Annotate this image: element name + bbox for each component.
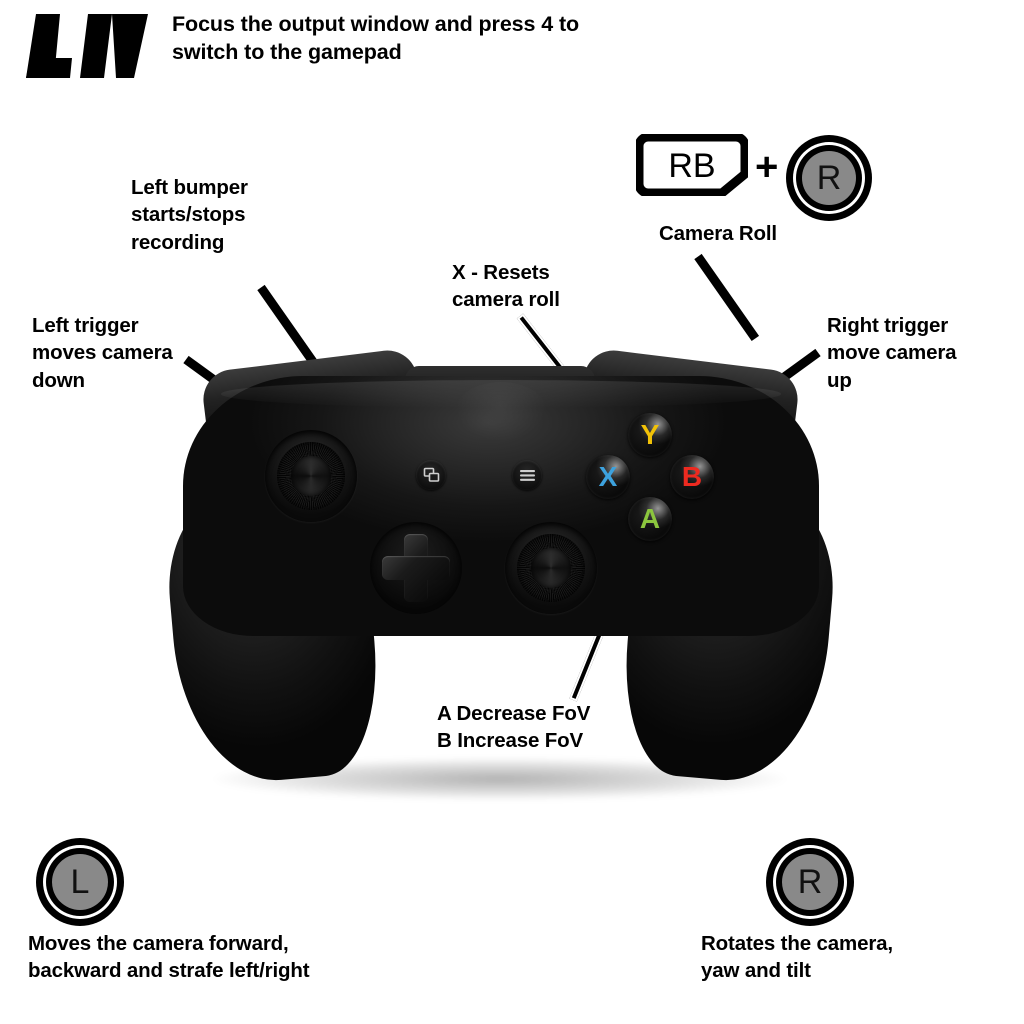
view-icon — [423, 467, 439, 482]
annotation-fov: A Decrease FoV B Increase FoV — [437, 702, 591, 753]
dpad-cross — [382, 534, 450, 602]
stick-label: R — [802, 151, 856, 205]
view-button[interactable] — [416, 460, 446, 490]
annotation-right-trigger: Right trigger move camera up — [827, 314, 957, 392]
dpad[interactable] — [370, 522, 462, 614]
menu-button[interactable] — [512, 460, 542, 490]
face-button-x-label: X — [598, 461, 618, 492]
face-button-a-label: A — [639, 503, 661, 534]
left-stick-caption: Moves the camera forward, backward and s… — [28, 932, 310, 983]
camera-roll-caption: Camera Roll — [659, 222, 777, 245]
face-button-y[interactable]: Y — [628, 413, 672, 457]
instruction-text: Focus the output window and press 4 to s… — [172, 12, 580, 65]
right-thumbstick[interactable] — [505, 522, 597, 614]
thumbstick-cap — [291, 456, 331, 496]
dpad-horizontal-bar — [382, 556, 450, 580]
face-button-x[interactable]: X — [586, 455, 630, 499]
liv-logo — [8, 6, 148, 84]
right-stick-glyph: R — [766, 838, 854, 926]
left-thumbstick[interactable] — [265, 430, 357, 522]
stick-label: L — [52, 854, 108, 910]
rb-bumper-icon: RB — [634, 132, 750, 198]
thumbstick-cap — [531, 548, 571, 588]
xbox-controller-illustration: Y X B A — [155, 347, 845, 810]
face-button-a[interactable]: A — [628, 497, 672, 541]
annotation-left-trigger: Left trigger moves camera down — [32, 314, 173, 392]
stick-label: R — [782, 854, 838, 910]
annotation-x-reset: X - Resets camera roll — [452, 261, 560, 312]
rb-bumper-label: RB — [668, 147, 715, 185]
face-button-b-label: B — [681, 461, 703, 492]
face-button-b[interactable]: B — [670, 455, 714, 499]
right-stick-caption: Rotates the camera, yaw and tilt — [701, 932, 893, 983]
annotation-left-bumper: Left bumper starts/stops recording — [131, 176, 248, 254]
pointer-camera-roll — [694, 253, 760, 341]
face-button-y-label: Y — [640, 419, 660, 450]
menu-icon — [519, 469, 535, 481]
xbox-guide-button[interactable] — [455, 382, 547, 442]
plus-sign: + — [755, 145, 779, 189]
left-stick-glyph: L — [36, 838, 124, 926]
right-stick-glyph-top: R — [786, 135, 872, 221]
